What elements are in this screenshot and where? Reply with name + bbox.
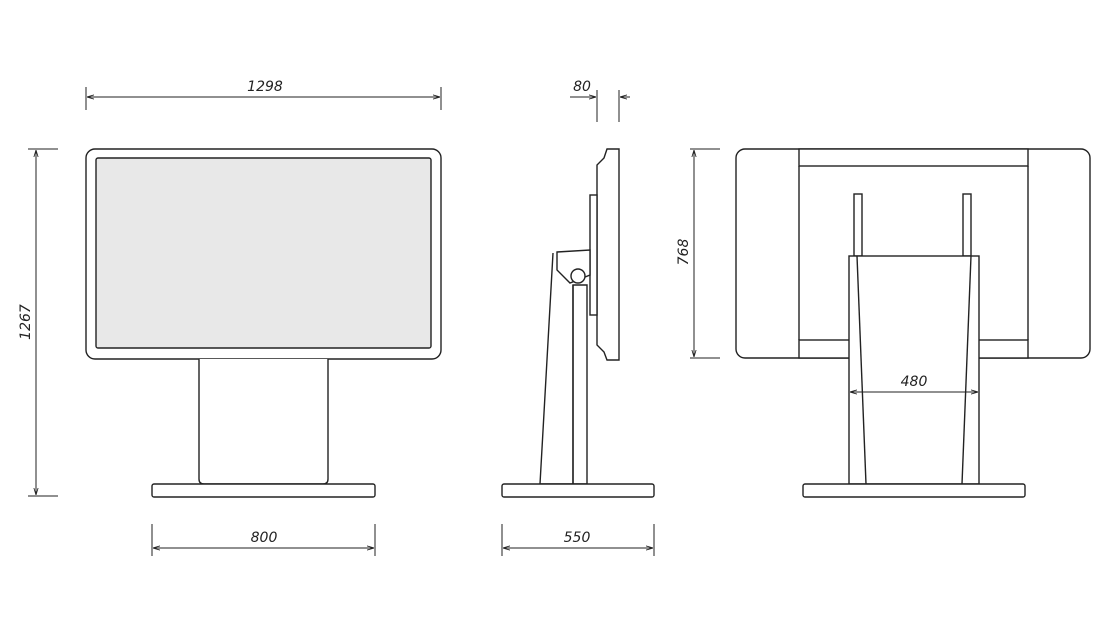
dim-base-depth: 550 bbox=[501, 524, 655, 556]
dim-overall-height: 1267 bbox=[18, 148, 58, 497]
back-post-right bbox=[962, 193, 972, 257]
front-base bbox=[151, 483, 376, 498]
front-view bbox=[85, 148, 442, 498]
side-display-back bbox=[589, 194, 598, 316]
side-stand-column bbox=[539, 252, 588, 485]
front-stand-column bbox=[198, 359, 329, 485]
back-view bbox=[735, 148, 1091, 498]
dim-side-depth-label: 80 bbox=[573, 79, 591, 95]
dim-front-width-label: 1298 bbox=[247, 79, 283, 95]
dim-back-height: 768 bbox=[676, 148, 720, 359]
side-pivot bbox=[570, 268, 586, 284]
dim-side-depth: 80 bbox=[570, 79, 630, 122]
dim-base-width: 800 bbox=[151, 524, 376, 556]
dim-overall-height-label: 1267 bbox=[18, 304, 34, 340]
back-post-left bbox=[853, 193, 863, 257]
dim-base-depth-label: 550 bbox=[564, 530, 591, 546]
front-screen bbox=[95, 157, 432, 349]
dim-back-width-label: 480 bbox=[901, 374, 928, 390]
side-view bbox=[501, 148, 655, 498]
dim-base-width-label: 800 bbox=[251, 530, 278, 546]
dim-back-width: 480 bbox=[850, 374, 978, 392]
side-display-panel bbox=[596, 148, 620, 361]
back-stand-column bbox=[848, 255, 980, 485]
side-base bbox=[501, 483, 655, 498]
back-base bbox=[802, 483, 1026, 498]
dim-back-height-label: 768 bbox=[676, 239, 692, 266]
dim-front-width: 1298 bbox=[85, 79, 442, 110]
back-mount-rail-top bbox=[798, 148, 1029, 167]
